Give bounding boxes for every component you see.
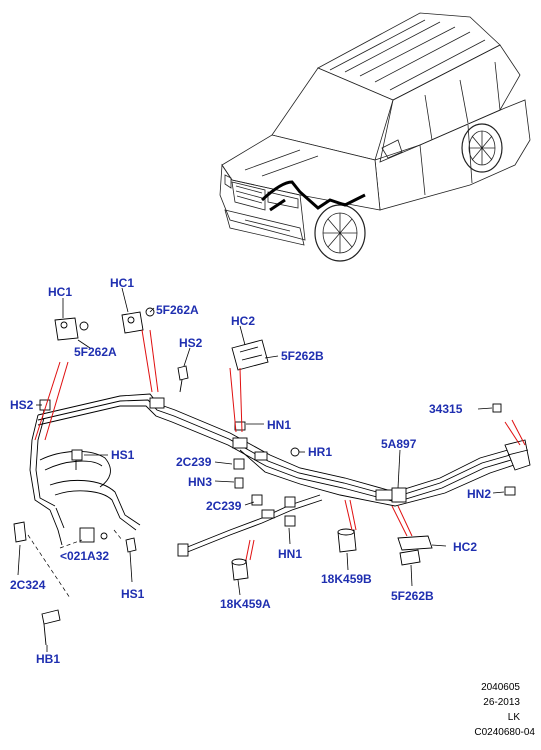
label-hc1-left: HC1 (48, 285, 73, 299)
label-hc2-top: HC2 (231, 314, 256, 328)
vehicle-illustration (219, 12, 531, 262)
footer-initials: LK (507, 712, 520, 723)
label-hn2: HN2 (467, 487, 492, 501)
label-5f262a-mid: 5F262A (156, 303, 199, 317)
label-18k459a: 18K459A (220, 597, 271, 611)
label-18k459b: 18K459B (321, 572, 372, 586)
label-hn3: HN3 (188, 475, 213, 489)
label-hs1-lower: HS1 (121, 587, 145, 601)
label-hs1-upper: HS1 (111, 448, 135, 462)
footer-code: 2040605 (481, 682, 520, 693)
footer-drawing-number: C0240680-04 (474, 727, 535, 738)
leader-lines-black (17, 287, 505, 652)
footer-date: 26-2013 (483, 697, 520, 708)
label-hr1: HR1 (308, 445, 333, 459)
label-hc2-right: HC2 (453, 540, 478, 554)
label-hb1: HB1 (36, 652, 61, 666)
leader-lines-red (34, 329, 526, 561)
pipe-assembly (29, 393, 531, 557)
label-5f262b-top: 5F262B (281, 349, 324, 363)
label-hn1-upper: HN1 (267, 418, 292, 432)
leader-lines-dashed (27, 529, 123, 599)
label-hs2-left: HS2 (10, 398, 34, 412)
label-2c239-upper: 2C239 (176, 455, 212, 469)
label-5f262b-right: 5F262B (391, 589, 434, 603)
label-34315: 34315 (429, 402, 463, 416)
label-2c239-lower: 2C239 (206, 499, 242, 513)
label-hc1-mid: HC1 (110, 276, 135, 290)
label-021a32: <021A32 (60, 549, 110, 563)
label-hs2-mid: HS2 (179, 336, 203, 350)
label-5f262a-left: 5F262A (74, 345, 117, 359)
label-5a897: 5A897 (381, 437, 417, 451)
label-hn1-lower: HN1 (278, 547, 303, 561)
vehicle-pipe-highlight (260, 180, 366, 212)
loose-parts (13, 307, 516, 646)
label-2c324: 2C324 (10, 578, 46, 592)
